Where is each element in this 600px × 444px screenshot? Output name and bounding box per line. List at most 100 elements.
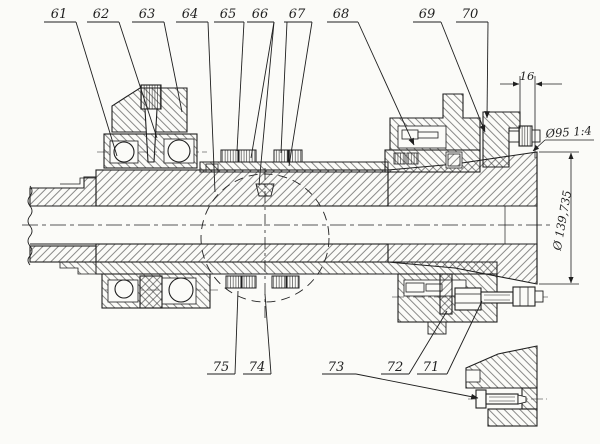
leader-line [484,21,490,119]
bearing-ball [114,279,134,299]
detail-bracket-foot [487,408,538,427]
leader-line [264,293,272,375]
rear-housing-bottom [397,273,544,335]
leader-line [163,21,183,113]
spacer-ring [205,163,219,173]
callout-label: 73 [328,360,345,375]
locknuts-top [205,149,303,173]
callout-71: 71 [417,300,483,375]
callout-63: 63 [132,7,183,113]
callout-73: 73 [322,360,479,400]
leader-line [408,310,448,375]
front-bearing-top [103,133,198,169]
adjusting-screw [405,282,425,293]
leader-line [446,300,483,375]
callout-75: 75 [207,290,239,375]
mid-wall-top [95,169,389,207]
callout-label: 71 [423,360,440,375]
callout-69: 69 [413,7,486,133]
small-nut [447,153,461,167]
callout-label: 62 [93,7,110,22]
spindle-shaft [27,151,538,285]
callout-74: 74 [243,293,272,375]
callout-62: 62 [87,7,158,139]
mid-wall-bottom [95,243,389,263]
taper-note-value: Ø95 1:4 [544,123,592,140]
leader-line [440,21,486,133]
rear-housing-top [384,93,481,173]
callouts-top: 61 62 63 64 65 66 67 68 69 70 [44,7,490,193]
bolt-shank [480,291,514,304]
rear-flange [482,111,541,168]
nose-wall-top [29,176,97,207]
top-sleeve [199,161,389,173]
note-leader [532,139,546,152]
callout-label: 69 [419,7,436,22]
callout-66: 66 [247,7,275,186]
break-line [27,185,33,266]
callout-label: 70 [462,7,479,22]
callout-label: 68 [333,7,350,22]
callout-72: 72 [381,310,448,375]
top-plate-step [60,172,97,185]
clamp-plate [439,273,453,315]
callout-label: 66 [252,7,269,22]
detail-screw-head [475,389,487,409]
lock-nut [454,287,482,311]
leader-line [236,21,245,152]
callout-label: 63 [139,7,156,22]
dimension-diameter: Ø 139,735 [539,151,579,285]
bearing-ball [168,277,194,303]
bottom-plate-step [59,261,97,275]
callout-label: 65 [220,7,237,22]
callout-label: 72 [387,360,404,375]
knurled-ring [393,152,406,165]
adjusting-screw [401,129,419,140]
callout-67: 67 [280,7,313,167]
bearing-spacer [139,275,163,309]
knurled-ring [406,152,419,165]
callout-64: 64 [176,7,216,193]
leader-line [118,21,158,139]
front-bearing-bottom [101,273,211,309]
callout-61: 61 [44,7,118,157]
detail-screw-tip [517,394,527,405]
leader-line [258,21,275,186]
nose-wall-bottom [29,245,97,263]
detail-clevis-slot [465,369,481,383]
adjusting-screw [417,131,439,139]
diameter-value: Ø 139,735 [550,189,574,252]
detail-screw-shank [485,393,519,405]
callout-label: 74 [249,360,266,375]
leader-line [207,21,216,193]
flange-bolt-head [518,125,533,147]
leader-line [280,21,288,154]
leader-line [234,290,239,375]
bottom-housing-plate [95,261,498,275]
flange-bolt-shank [508,130,520,143]
callout-65: 65 [214,7,245,152]
bolt-hex-head [512,286,536,307]
callout-label: 75 [213,360,230,375]
dimension-16: 16 [500,69,562,158]
detail-view [465,345,538,427]
callout-label: 67 [289,7,306,22]
leader-line [75,21,118,157]
bearing-ball [113,141,135,163]
callout-68: 68 [327,7,415,146]
callouts-bottom: 75 74 73 72 71 [207,290,483,400]
leader-line [355,373,479,400]
leader-line [250,21,275,159]
bolt-tip [534,290,544,303]
dim-16-value: 16 [520,69,535,83]
bearing-ball [167,139,191,163]
dimension-taper: Ø95 1:4 [532,123,594,152]
callout-label: 64 [182,7,199,22]
leader-line [357,21,415,146]
locknuts-bottom [225,275,300,289]
callout-70: 70 [456,7,490,119]
flange-bolt-tip [531,129,541,143]
leader-line [288,21,313,167]
